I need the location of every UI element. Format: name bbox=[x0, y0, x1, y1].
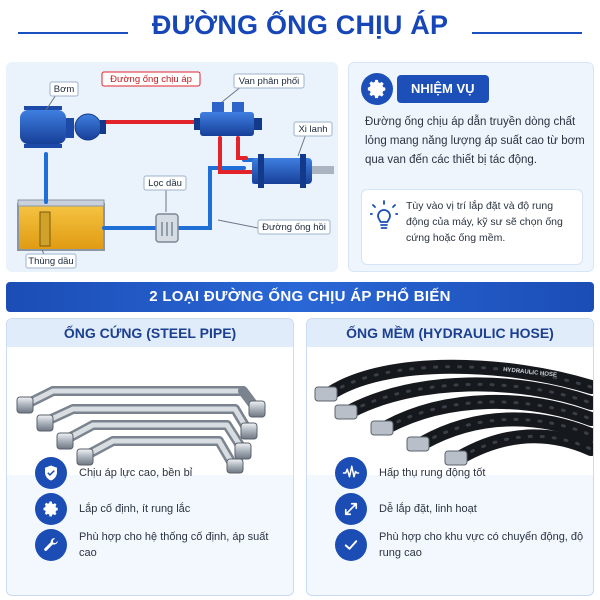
hydraulic-hoses-image: HYDRAULIC HOSE bbox=[307, 347, 593, 475]
hydraulic-hose-card: ỐNG MỀM (HYDRAULIC HOSE) HYDRAULIC HOSE bbox=[306, 318, 594, 596]
task-badge: NHIỆM VỤ bbox=[397, 75, 489, 103]
feature-text: Hấp thụ rung động tốt bbox=[379, 467, 486, 479]
page-title: ĐƯỜNG ỐNG CHỊU ÁP bbox=[151, 10, 449, 40]
directional-valve bbox=[194, 102, 262, 136]
oil-filter bbox=[155, 213, 179, 243]
task-panel: NHIỆM VỤ Đường ống chịu áp dẫn truyền dò… bbox=[348, 62, 594, 272]
title-rule-right bbox=[472, 32, 582, 34]
task-description: Đường ống chịu áp dẫn truyền dòng chất l… bbox=[365, 116, 585, 166]
feature-text: Phù hợp cho khu vực có chuyển động, độ r… bbox=[379, 531, 584, 559]
label-valve: Van phân phối bbox=[239, 76, 300, 87]
feature-text: Lắp cố định, ít rung lắc bbox=[79, 503, 191, 515]
steel-pipes-image bbox=[7, 347, 293, 475]
hydraulic-hose-title: ỐNG MỀM (HYDRAULIC HOSE) bbox=[307, 319, 593, 347]
diagonal-arrows-icon bbox=[335, 493, 367, 525]
feature-item: Hấp thụ rung động tốt bbox=[315, 457, 587, 493]
hydraulic-circuit-diagram: Bơm Đường ống chịu áp Van phân phối Xi l… bbox=[6, 62, 338, 272]
section-band-title: 2 LOẠI ĐƯỜNG ỐNG CHỊU ÁP PHỔ BIẾN bbox=[6, 282, 594, 312]
steel-pipe-card: ỐNG CỨNG (STEEL PIPE) bbox=[6, 318, 294, 596]
feature-item: Dễ lắp đặt, linh hoạt bbox=[315, 493, 587, 529]
vibration-wave-icon bbox=[335, 457, 367, 489]
label-cylinder: Xi lanh bbox=[298, 124, 327, 135]
label-pressure-line: Đường ống chịu áp bbox=[110, 74, 192, 85]
pump-motor bbox=[20, 106, 106, 148]
label-tank: Thùng dầu bbox=[28, 256, 73, 267]
title-area: ĐƯỜNG ỐNG CHỊU ÁP bbox=[0, 0, 600, 56]
tip-box: Tùy vào vị trí lắp đặt và độ rung động c… bbox=[361, 189, 583, 265]
oil-tank bbox=[17, 199, 105, 251]
label-filter: Lọc dầu bbox=[148, 178, 182, 189]
feature-text: Chịu áp lực cao, bền bỉ bbox=[79, 467, 193, 479]
feature-item: Lắp cố định, ít rung lắc bbox=[15, 493, 287, 529]
feature-text: Phù hợp cho hệ thống cố định, áp suất ca… bbox=[79, 531, 269, 559]
title-rule-left bbox=[18, 32, 128, 34]
feature-text: Dễ lắp đặt, linh hoạt bbox=[379, 503, 477, 515]
wrench-icon bbox=[35, 529, 67, 561]
pressure-line bbox=[100, 120, 256, 174]
hydraulic-cylinder bbox=[252, 154, 334, 188]
shield-check-icon bbox=[35, 457, 67, 489]
feature-item: Phù hợp cho khu vực có chuyển động, độ r… bbox=[315, 529, 587, 565]
feature-item: Phù hợp cho hệ thống cố định, áp suất ca… bbox=[15, 529, 287, 565]
label-return-line: Đường ống hồi bbox=[262, 222, 326, 233]
tip-text: Tùy vào vị trí lắp đặt và độ rung động c… bbox=[406, 200, 563, 244]
label-pump: Bơm bbox=[54, 84, 75, 95]
hose-print: HYDRAULIC HOSE bbox=[503, 367, 557, 379]
lightbulb-icon bbox=[369, 200, 399, 234]
feature-item: Chịu áp lực cao, bền bỉ bbox=[15, 457, 287, 493]
gear-icon bbox=[361, 73, 393, 105]
steel-pipe-title: ỐNG CỨNG (STEEL PIPE) bbox=[7, 319, 293, 347]
gear-icon bbox=[35, 493, 67, 525]
check-circle-icon bbox=[335, 529, 367, 561]
